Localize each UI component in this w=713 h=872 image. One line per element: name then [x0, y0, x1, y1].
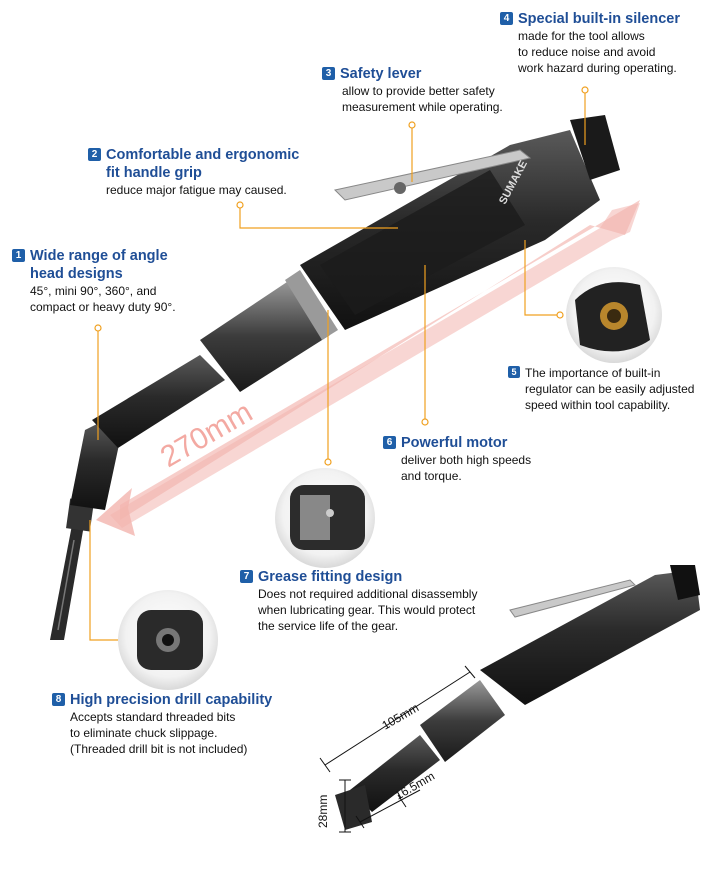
callout-angle-head: 1 Wide range of angle head designs 45°, …: [12, 247, 176, 315]
callout-title: Wide range of angle head designs: [30, 248, 168, 282]
callout-description: Accepts standard threaded bits to elimin…: [70, 710, 248, 756]
callout-title: Comfortable and ergonomic fit handle gri…: [106, 147, 300, 181]
dim-head-height-label: 28mm: [316, 795, 330, 828]
callout-description: made for the tool allows to reduce noise…: [518, 29, 677, 75]
callout-grip: 2 Comfortable and ergonomic fit handle g…: [88, 146, 299, 198]
callout-safety-lever: 3 Safety lever allow to provide better s…: [322, 65, 503, 115]
leader-dots: [94, 86, 589, 466]
callout-title: Grease fitting design: [258, 569, 403, 585]
callout-description: allow to provide better safety measureme…: [342, 84, 503, 114]
callout-regulator: 5 The importance of built-in regulator c…: [508, 365, 694, 413]
detail-regulator: [566, 267, 662, 363]
dimension-lines: [319, 665, 476, 833]
callout-title: Powerful motor: [401, 435, 508, 451]
number-badge: 5: [508, 366, 520, 378]
number-badge: 3: [322, 67, 335, 80]
callout-title: Special built-in silencer: [518, 11, 680, 27]
callout-title: High precision drill capability: [70, 692, 273, 708]
callout-title: Safety lever: [340, 66, 422, 82]
main-tool: SUMAKE: [50, 115, 620, 640]
number-badge: 1: [12, 249, 25, 262]
callout-grease: 7 Grease fitting design Does not require…: [240, 568, 477, 634]
dim-body-label: 105mm: [380, 700, 422, 732]
number-badge: 8: [52, 693, 65, 706]
callout-description: Does not required additional disassembly…: [258, 587, 478, 633]
callout-description: 45°, mini 90°, 360°, and compact or heav…: [30, 284, 176, 314]
callout-drill: 8 High precision drill capability Accept…: [52, 691, 272, 757]
callout-description: reduce major fatigue may caused.: [106, 183, 287, 197]
callout-description: deliver both high speeds and torque.: [401, 453, 532, 483]
number-badge: 4: [500, 12, 513, 25]
callout-description: The importance of built-in regulator can…: [525, 366, 695, 412]
detail-drill-chuck: [118, 590, 218, 690]
leader-lines: [89, 90, 586, 641]
length-arrow: [96, 200, 640, 536]
callout-motor: 6 Powerful motor deliver both high speed…: [383, 434, 531, 484]
secondary-tool: [335, 565, 700, 830]
callout-silencer: 4 Special built-in silencer made for the…: [500, 10, 680, 76]
number-badge: 2: [88, 148, 101, 161]
detail-grease-fitting: [275, 468, 375, 568]
number-badge: 6: [383, 436, 396, 449]
number-badge: 7: [240, 570, 253, 583]
